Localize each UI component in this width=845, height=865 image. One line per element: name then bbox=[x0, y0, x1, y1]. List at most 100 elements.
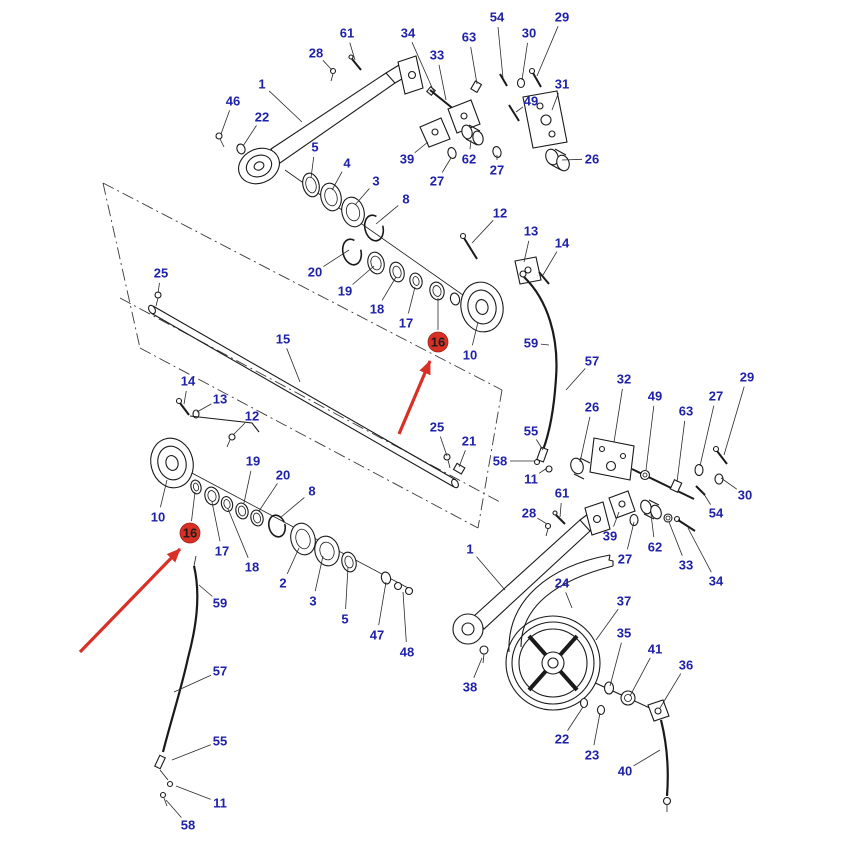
part-label-4: 4 bbox=[343, 156, 351, 171]
leader-line bbox=[211, 501, 221, 542]
leader-line bbox=[659, 673, 682, 709]
part-label-13: 13 bbox=[213, 392, 227, 407]
part-label-2: 2 bbox=[279, 576, 286, 591]
leader-line bbox=[523, 240, 530, 263]
part-label-24: 24 bbox=[555, 576, 570, 591]
part-label-41: 41 bbox=[648, 642, 662, 657]
part-label-19: 19 bbox=[338, 284, 352, 299]
part-label-25: 25 bbox=[430, 420, 444, 435]
leader-line bbox=[438, 64, 447, 101]
part-label-20: 20 bbox=[308, 265, 322, 280]
part-label-58: 58 bbox=[181, 818, 195, 833]
part-label-49: 49 bbox=[648, 389, 662, 404]
leader-line bbox=[469, 139, 472, 150]
leader-line bbox=[160, 479, 168, 508]
leader-line bbox=[286, 547, 300, 575]
part-label-11: 11 bbox=[213, 796, 227, 811]
leader-line bbox=[676, 420, 686, 483]
part-label-25: 25 bbox=[154, 266, 168, 281]
part-label-11: 11 bbox=[524, 472, 538, 487]
leader-line bbox=[645, 405, 655, 471]
leader-line bbox=[243, 470, 252, 504]
upper-mount-bracket-group bbox=[329, 54, 570, 172]
part-label-34: 34 bbox=[401, 26, 416, 41]
leader-line bbox=[579, 416, 591, 463]
leader-line bbox=[538, 467, 548, 474]
leader-line bbox=[378, 581, 387, 626]
leader-line bbox=[471, 220, 494, 244]
part-label-32: 32 bbox=[617, 372, 631, 387]
leader-line bbox=[629, 657, 651, 697]
part-label-17: 17 bbox=[399, 316, 413, 331]
part-label-30: 30 bbox=[738, 488, 752, 503]
part-label-18: 18 bbox=[370, 302, 384, 317]
leader-line bbox=[331, 171, 343, 191]
leader-line bbox=[310, 156, 315, 179]
leader-line bbox=[165, 799, 182, 818]
part-label-12: 12 bbox=[493, 206, 507, 221]
leader-line bbox=[381, 276, 397, 301]
part-label-5: 5 bbox=[341, 612, 348, 627]
part-label-35: 35 bbox=[617, 626, 631, 641]
leader-line bbox=[323, 249, 350, 267]
control-cable-right bbox=[519, 270, 558, 473]
leader-line bbox=[559, 502, 562, 518]
part-label-16: 16 bbox=[431, 335, 445, 350]
part-label-5: 5 bbox=[311, 140, 318, 155]
part-label-61: 61 bbox=[555, 486, 569, 501]
leader-line bbox=[627, 521, 635, 550]
leader-line bbox=[286, 348, 301, 383]
part-label-39: 39 bbox=[400, 152, 414, 167]
part-label-14: 14 bbox=[555, 236, 570, 251]
leader-line bbox=[565, 592, 573, 609]
leader-line bbox=[157, 282, 160, 294]
leader-line bbox=[279, 497, 305, 519]
part-label-8: 8 bbox=[402, 192, 409, 207]
part-label-33: 33 bbox=[430, 48, 444, 63]
part-label-28: 28 bbox=[522, 506, 536, 521]
lower-lever-assembly bbox=[452, 501, 672, 812]
part-label-22: 22 bbox=[255, 110, 269, 125]
part-label-10: 10 bbox=[463, 348, 477, 363]
part-label-34: 34 bbox=[709, 574, 724, 589]
leader-line bbox=[458, 450, 466, 468]
idler-linkage-assembly bbox=[544, 437, 728, 537]
part-label-61: 61 bbox=[340, 26, 354, 41]
leader-line bbox=[536, 26, 559, 77]
leader-line bbox=[540, 343, 550, 346]
leader-line bbox=[609, 642, 622, 687]
leader-line bbox=[723, 386, 745, 456]
part-label-39: 39 bbox=[603, 529, 617, 544]
leader-line bbox=[414, 141, 429, 154]
part-label-54: 54 bbox=[709, 506, 724, 521]
leader-line bbox=[613, 511, 620, 527]
part-label-13: 13 bbox=[524, 224, 538, 239]
part-label-30: 30 bbox=[522, 26, 536, 41]
control-cable-left bbox=[154, 555, 199, 807]
leader-line bbox=[439, 436, 448, 457]
part-label-27: 27 bbox=[490, 163, 504, 178]
leader-line bbox=[650, 513, 655, 538]
part-label-3: 3 bbox=[309, 594, 316, 609]
leader-line bbox=[565, 368, 586, 391]
part-label-27: 27 bbox=[709, 389, 723, 404]
leader-line bbox=[220, 110, 230, 135]
part-label-20: 20 bbox=[276, 468, 290, 483]
part-label-59: 59 bbox=[524, 336, 538, 351]
leader-line bbox=[441, 157, 452, 173]
leader-line bbox=[613, 388, 623, 443]
leader-line bbox=[352, 265, 375, 285]
part-label-14: 14 bbox=[181, 374, 196, 389]
leader-line bbox=[198, 584, 213, 597]
part-label-62: 62 bbox=[462, 152, 476, 167]
leader-line bbox=[537, 517, 548, 525]
part-label-49: 49 bbox=[524, 94, 538, 109]
part-label-36: 36 bbox=[679, 658, 693, 673]
part-label-57: 57 bbox=[585, 354, 599, 369]
leader-line bbox=[408, 286, 416, 314]
part-label-46: 46 bbox=[226, 94, 240, 109]
leader-line bbox=[472, 321, 479, 346]
part-label-55: 55 bbox=[213, 734, 227, 749]
